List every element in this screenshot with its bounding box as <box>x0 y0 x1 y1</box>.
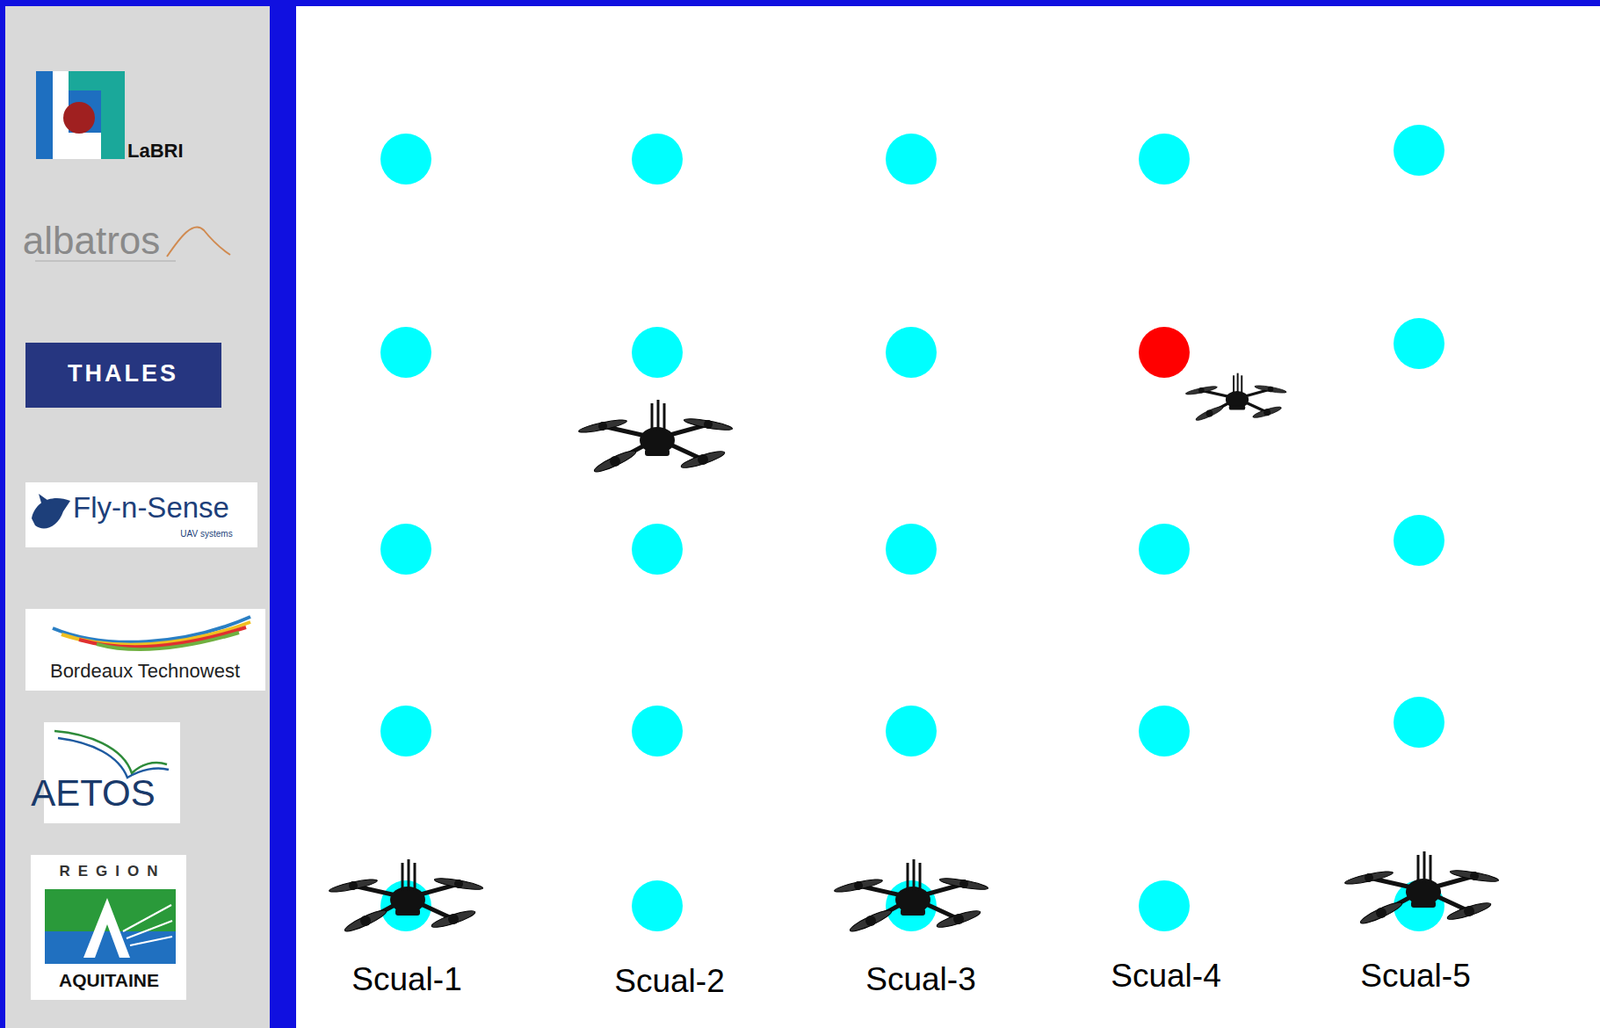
aquitaine-logo <box>30 854 187 1000</box>
waypoint-dot <box>1393 124 1445 176</box>
logo-text: albatros <box>22 219 161 262</box>
waypoint-dot <box>1393 696 1445 748</box>
labri-logo <box>36 71 125 160</box>
waypoint-dot <box>631 133 683 185</box>
waypoint-dot <box>885 133 937 185</box>
waypoint-dot <box>1138 133 1190 185</box>
waypoint-dot <box>1138 880 1190 932</box>
logo-text: Fly-n-Sense <box>72 492 230 524</box>
drone-label: Scual-4 <box>1110 958 1221 995</box>
drone-label: Scual-3 <box>865 962 976 999</box>
aquitaine-green-box <box>44 889 176 964</box>
waypoint-grid <box>380 124 1445 932</box>
aquitaine-rays <box>123 904 173 946</box>
aquitaine-blue-band <box>44 931 176 964</box>
waypoint-dot <box>380 523 432 575</box>
technowest-logo <box>25 608 266 691</box>
waypoint-dot <box>380 705 432 757</box>
waypoint-dot <box>380 326 432 378</box>
drone <box>1185 373 1288 423</box>
drone-label: Scual-1 <box>351 962 462 999</box>
waypoint-dot <box>631 880 683 932</box>
drone <box>578 399 733 476</box>
drone <box>328 859 484 935</box>
technowest-swooshes <box>52 616 251 650</box>
drone <box>1344 851 1499 927</box>
logo-text: AETOS <box>30 773 156 814</box>
logo-text: LaBRI <box>127 140 184 162</box>
waypoint-dot <box>631 523 683 575</box>
drone-label: Scual-2 <box>614 963 724 1000</box>
waypoint-dot <box>380 133 432 185</box>
waypoint-dot <box>631 326 683 378</box>
logo-text: REGION <box>58 863 166 881</box>
waypoint-dot <box>885 326 937 378</box>
albatros-swoosh <box>166 226 231 257</box>
waypoint-dot <box>1393 318 1445 370</box>
flynsense-bird <box>31 493 71 529</box>
drone-label: Scual-5 <box>1360 958 1470 995</box>
waypoint-dot <box>1138 705 1190 757</box>
aetos-swoosh <box>54 731 169 778</box>
logo-text: AQUITAINE <box>58 970 160 991</box>
waypoint-dot <box>885 523 937 575</box>
target-waypoint <box>1138 326 1190 378</box>
waypoint-dot <box>885 705 937 757</box>
aquitaine-a-symbol <box>83 897 131 958</box>
logo-text: Bordeaux Technowest <box>50 660 240 682</box>
logo-tagline: UAV systems <box>180 528 232 539</box>
logo-text: THALES <box>67 361 179 388</box>
drone <box>833 859 989 935</box>
waypoint-dot <box>631 705 683 757</box>
waypoint-dot <box>1393 514 1445 566</box>
main-area <box>296 6 1600 1028</box>
waypoint-dot <box>1138 523 1190 575</box>
logo-panel <box>5 6 270 1028</box>
flynsense-logo <box>25 482 258 548</box>
thales-logo <box>25 342 222 408</box>
